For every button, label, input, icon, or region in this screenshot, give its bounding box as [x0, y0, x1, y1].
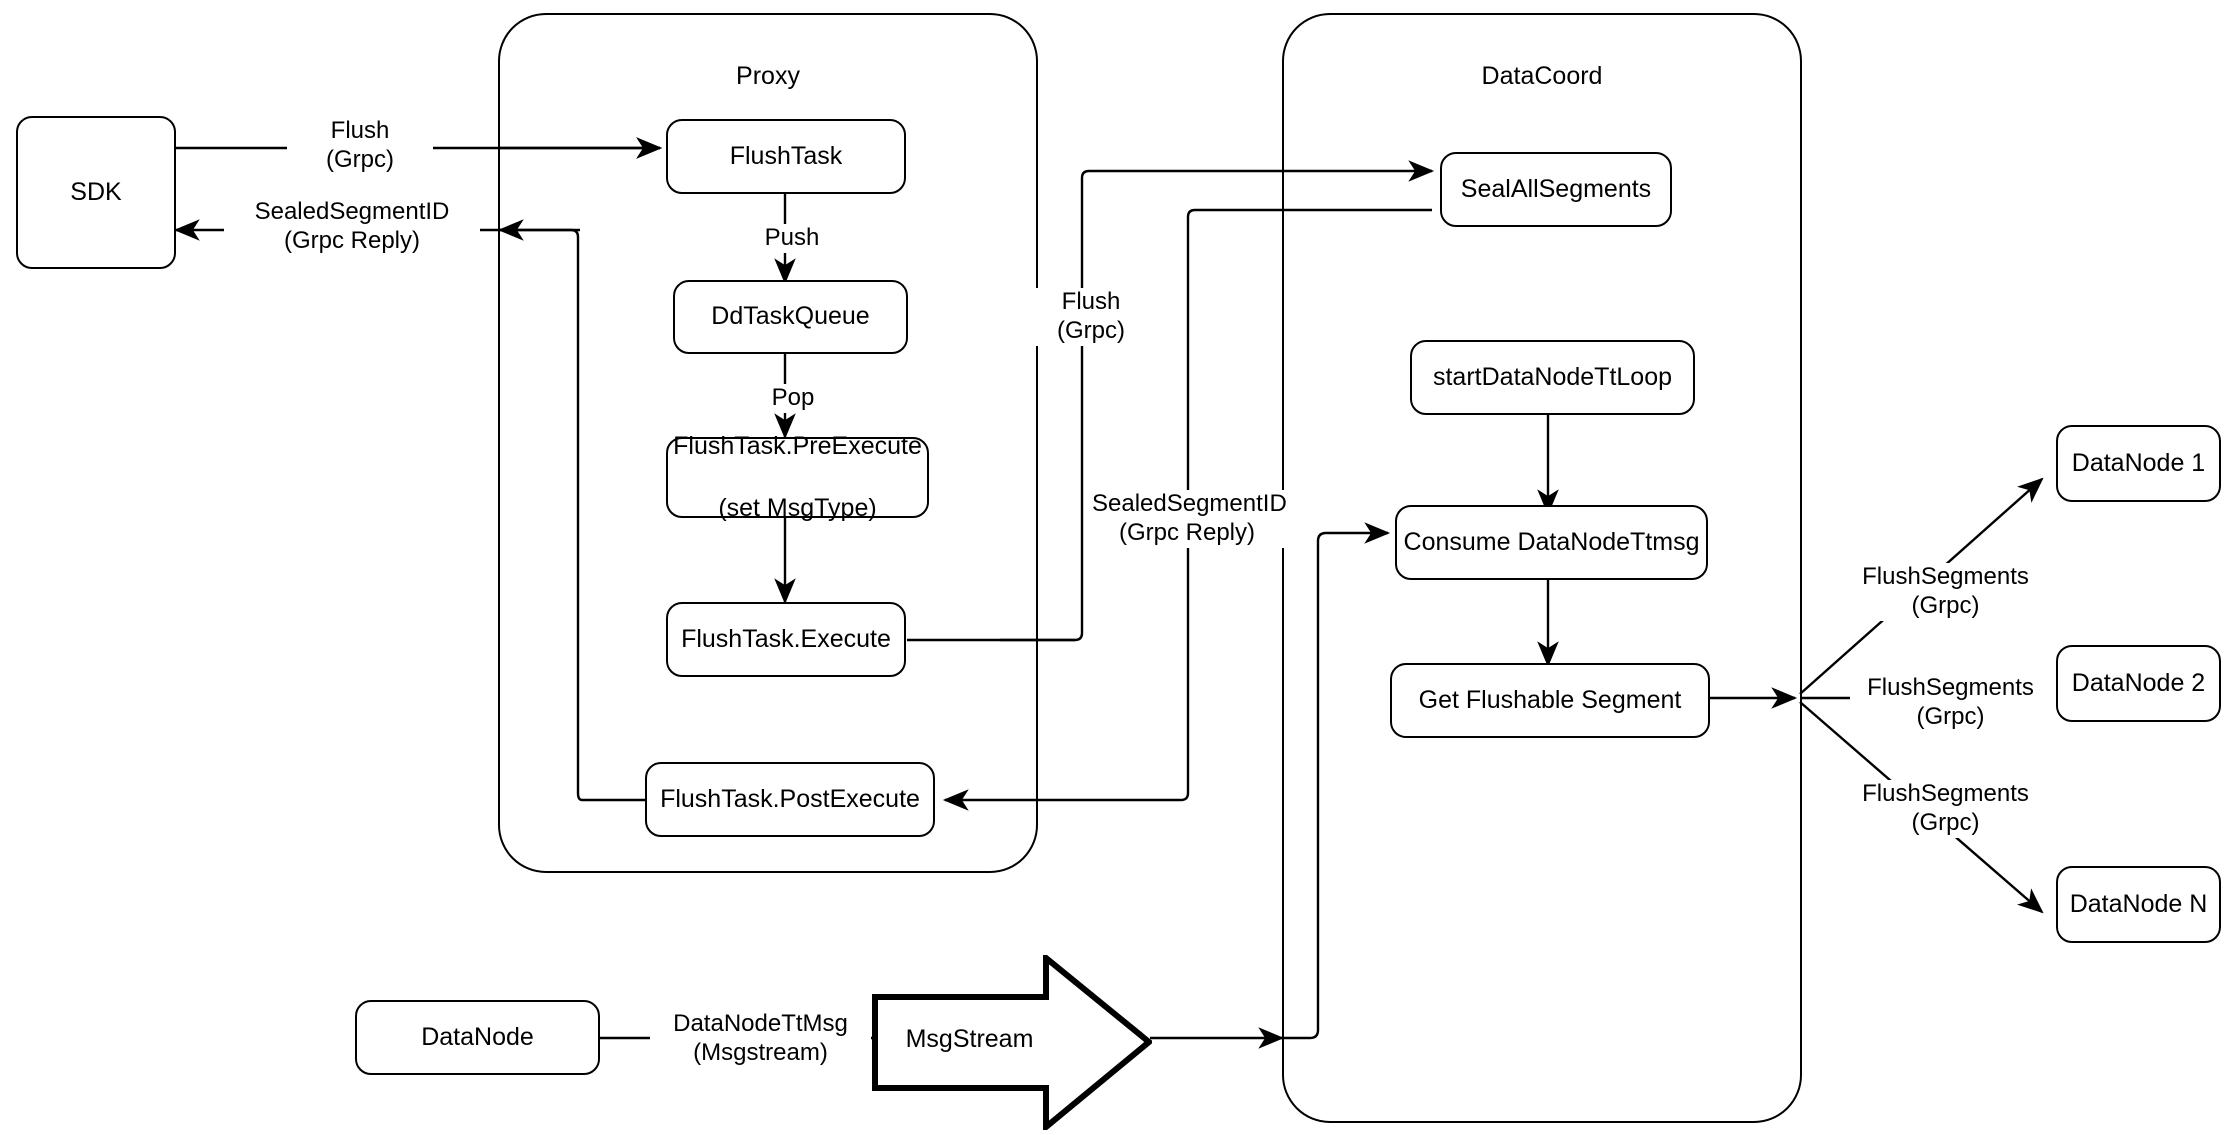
node-flushtask-preexecute[interactable]: FlushTask.PreExecute (set MsgType) [666, 432, 929, 522]
node-consume-datanode-ttmsg[interactable]: Consume DataNodeTtmsg [1395, 505, 1708, 580]
edge-label-flush-segments-2-line1: FlushSegments [1867, 674, 2034, 701]
proxy-container-title: Proxy [736, 62, 800, 90]
node-flushtask-execute[interactable]: FlushTask.Execute [666, 602, 906, 677]
edge-label-datacoord-to-proxy: SealedSegmentID (Grpc Reply) [1089, 490, 1287, 548]
edge-label-proxy-to-sdk-line2: (Grpc Reply) [283, 226, 421, 254]
node-msgstream-label: MsgStream [905, 1025, 1034, 1053]
edge-label-sdk-to-proxy: Flush (Grpc) [287, 117, 433, 175]
node-flushtask-preexecute-label-line1: FlushTask.PreExecute [673, 431, 922, 460]
edge-label-flush-segments-1-line2: (Grpc) [1911, 591, 1980, 619]
node-datanode-bottom[interactable]: DataNode [355, 1000, 600, 1075]
node-ddtaskqueue[interactable]: DdTaskQueue [673, 280, 908, 354]
node-datanode-2[interactable]: DataNode 2 [2056, 645, 2221, 722]
edge-label-pop: Pop [755, 384, 831, 413]
node-get-flushable-segment-label: Get Flushable Segment [1418, 685, 1682, 714]
node-flushtask-label: FlushTask [729, 141, 843, 170]
node-flushtask-postexecute[interactable]: FlushTask.PostExecute [645, 762, 935, 837]
node-ddtaskqueue-label: DdTaskQueue [711, 302, 870, 331]
edge-label-flush-segments-n-line2: (Grpc) [1911, 808, 1980, 836]
node-sealallsegments[interactable]: SealAllSegments [1440, 152, 1672, 227]
node-msgstream[interactable] [872, 951, 1154, 1134]
edge-label-datacoord-to-proxy-line1: SealedSegmentID [1092, 490, 1287, 517]
edge-label-sdk-to-proxy-line1: Flush [330, 117, 390, 144]
edge-label-push-text: Push [764, 224, 820, 251]
datacoord-container-title: DataCoord [1481, 62, 1603, 90]
node-datanode-n-label: DataNode N [2069, 889, 2208, 918]
edge-label-proxy-to-sdk-line1: SealedSegmentID [254, 198, 450, 225]
node-get-flushable-segment[interactable]: Get Flushable Segment [1390, 663, 1710, 738]
node-flushtask-postexecute-label: FlushTask.PostExecute [660, 784, 920, 813]
edge-label-flush-segments-1: FlushSegments (Grpc) [1845, 563, 2046, 621]
edge-label-pop-text: Pop [771, 384, 815, 411]
edge-label-push: Push [749, 224, 835, 253]
edge-label-proxy-to-datacoord-line2: (Grpc) [1057, 316, 1125, 344]
edge-label-proxy-to-datacoord: Flush (Grpc) [1033, 288, 1149, 346]
node-sealallsegments-label: SealAllSegments [1460, 174, 1652, 203]
node-flushtask-execute-label: FlushTask.Execute [681, 624, 891, 653]
node-datanode-1-label: DataNode 1 [2071, 448, 2206, 477]
msgstream-arrow-shape [872, 951, 1154, 1134]
edge-label-flush-segments-2-line2: (Grpc) [1916, 702, 1985, 730]
edge-label-flush-segments-n-line1: FlushSegments [1862, 780, 2029, 807]
edge-label-flush-segments-n: FlushSegments (Grpc) [1845, 780, 2046, 838]
edge-label-flush-segments-1-line1: FlushSegments [1862, 563, 2029, 590]
edge-label-datanode-to-msgstream-line1: DataNodeTtMsg [673, 1010, 848, 1037]
edge-label-datanode-to-msgstream: DataNodeTtMsg (Msgstream) [650, 1010, 871, 1068]
node-datanode-n[interactable]: DataNode N [2056, 866, 2221, 943]
node-flushtask-preexecute-label-line2: (set MsgType) [718, 494, 877, 523]
edge-label-proxy-to-datacoord-line1: Flush [1061, 288, 1121, 315]
node-consume-datanode-ttmsg-label: Consume DataNodeTtmsg [1403, 527, 1700, 556]
edge-label-flush-segments-2: FlushSegments (Grpc) [1850, 674, 2051, 732]
edge-label-datanode-to-msgstream-line2: (Msgstream) [693, 1038, 828, 1066]
node-sdk[interactable]: SDK [16, 116, 176, 269]
node-flushtask[interactable]: FlushTask [666, 119, 906, 194]
edge-label-sdk-to-proxy-line2: (Grpc) [326, 145, 394, 173]
node-datanode-2-label: DataNode 2 [2071, 668, 2206, 697]
node-datanode-bottom-label: DataNode [421, 1022, 534, 1051]
node-datanode-1[interactable]: DataNode 1 [2056, 425, 2221, 502]
node-start-datanode-tt-loop-label: startDataNodeTtLoop [1432, 362, 1673, 391]
edge-label-datacoord-to-proxy-line2: (Grpc Reply) [1118, 518, 1256, 546]
edge-label-proxy-to-sdk: SealedSegmentID (Grpc Reply) [224, 198, 480, 256]
node-sdk-label: SDK [70, 177, 122, 206]
node-start-datanode-tt-loop[interactable]: startDataNodeTtLoop [1410, 340, 1695, 415]
